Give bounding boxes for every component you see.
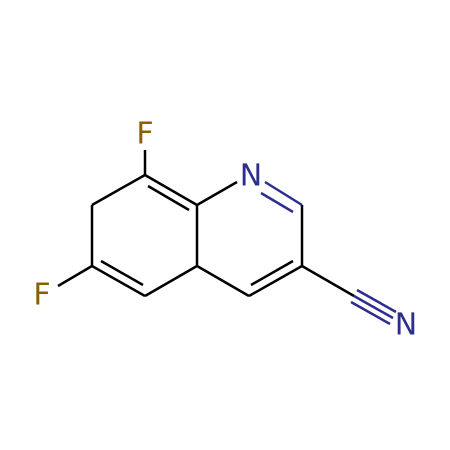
bond-c5-c6 — [91, 264, 146, 298]
bond-c3-c4 — [248, 264, 303, 298]
atom-label-fluorine-top: F — [136, 117, 153, 152]
bond-nitrile-lower — [350, 300, 391, 326]
atom-label-fluorine-left: F — [33, 278, 50, 313]
bond-n1-c2-inner — [260, 191, 294, 214]
bond-c4a-c5 — [144, 264, 198, 298]
bond-c3-c4-inner — [250, 259, 294, 287]
atom-label-nitrogen-nitrile: N — [395, 308, 417, 343]
bond-c3-cn — [301, 264, 355, 298]
bond-n1-c2 — [264, 180, 303, 207]
bonds — [57, 150, 397, 326]
atom-labels: F F N N — [33, 117, 417, 343]
bond-c8a-n1 — [196, 180, 238, 207]
bond-c6-f — [57, 264, 93, 288]
atom-label-nitrogen-ring: N — [240, 159, 262, 194]
bond-nitrile-upper — [356, 288, 397, 314]
bond-c8-c8a — [144, 173, 198, 207]
bond-c8-c8a-inner — [147, 184, 190, 212]
bond-c7-c8 — [91, 173, 146, 207]
bond-nitrile-center — [353, 294, 394, 320]
bond-c5-c6-inner — [100, 259, 144, 287]
bond-c4-c4a — [196, 264, 250, 298]
